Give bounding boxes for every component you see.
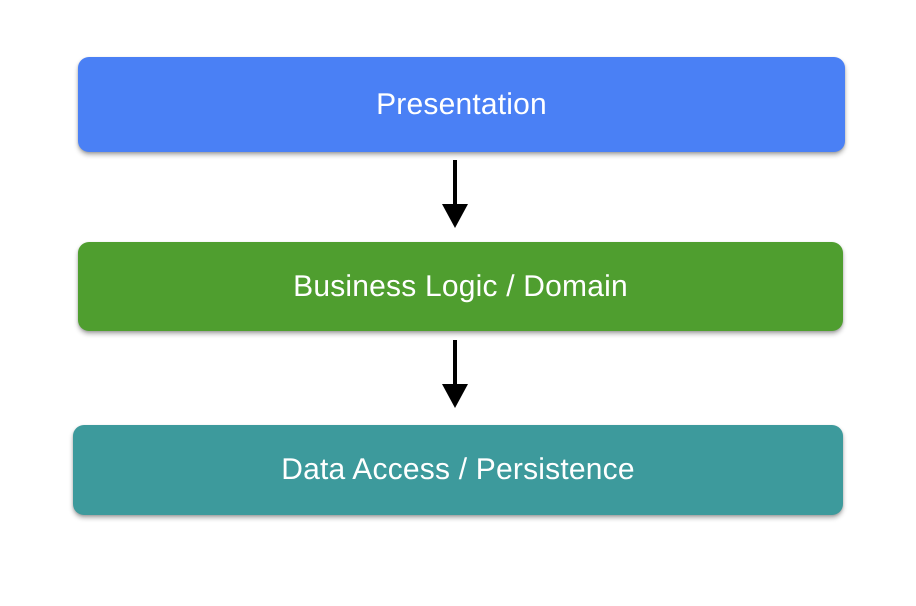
layer-box-presentation[interactable]: Presentation — [78, 57, 845, 152]
layer-label-data-access: Data Access / Persistence — [281, 453, 635, 486]
layer-box-data-access[interactable]: Data Access / Persistence — [73, 425, 843, 515]
layer-label-presentation: Presentation — [376, 87, 547, 121]
arrow-down-icon-presentation-to-business — [442, 160, 468, 228]
layer-label-business-logic: Business Logic / Domain — [293, 269, 628, 303]
layer-box-business-logic[interactable]: Business Logic / Domain — [78, 242, 843, 331]
arrow-down-icon-business-to-data — [442, 340, 468, 408]
